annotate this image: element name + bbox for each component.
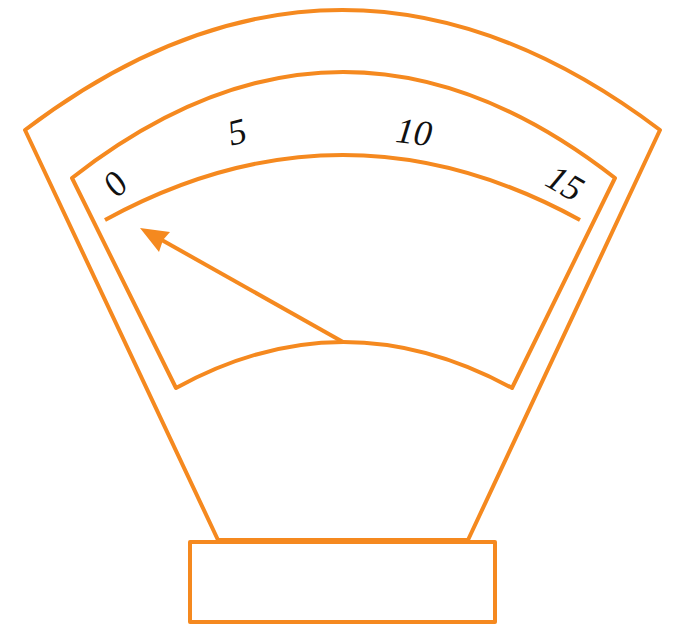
needle-head — [140, 228, 170, 252]
needle — [160, 239, 343, 342]
scale-number: 10 — [394, 112, 434, 152]
meter-base — [190, 542, 495, 622]
scale-arc — [105, 155, 580, 220]
scale-number: 0 — [96, 165, 135, 202]
meter-window — [72, 72, 615, 388]
meter-housing — [25, 10, 660, 540]
scale-number: 15 — [540, 158, 589, 207]
scale-number: 5 — [224, 112, 250, 151]
